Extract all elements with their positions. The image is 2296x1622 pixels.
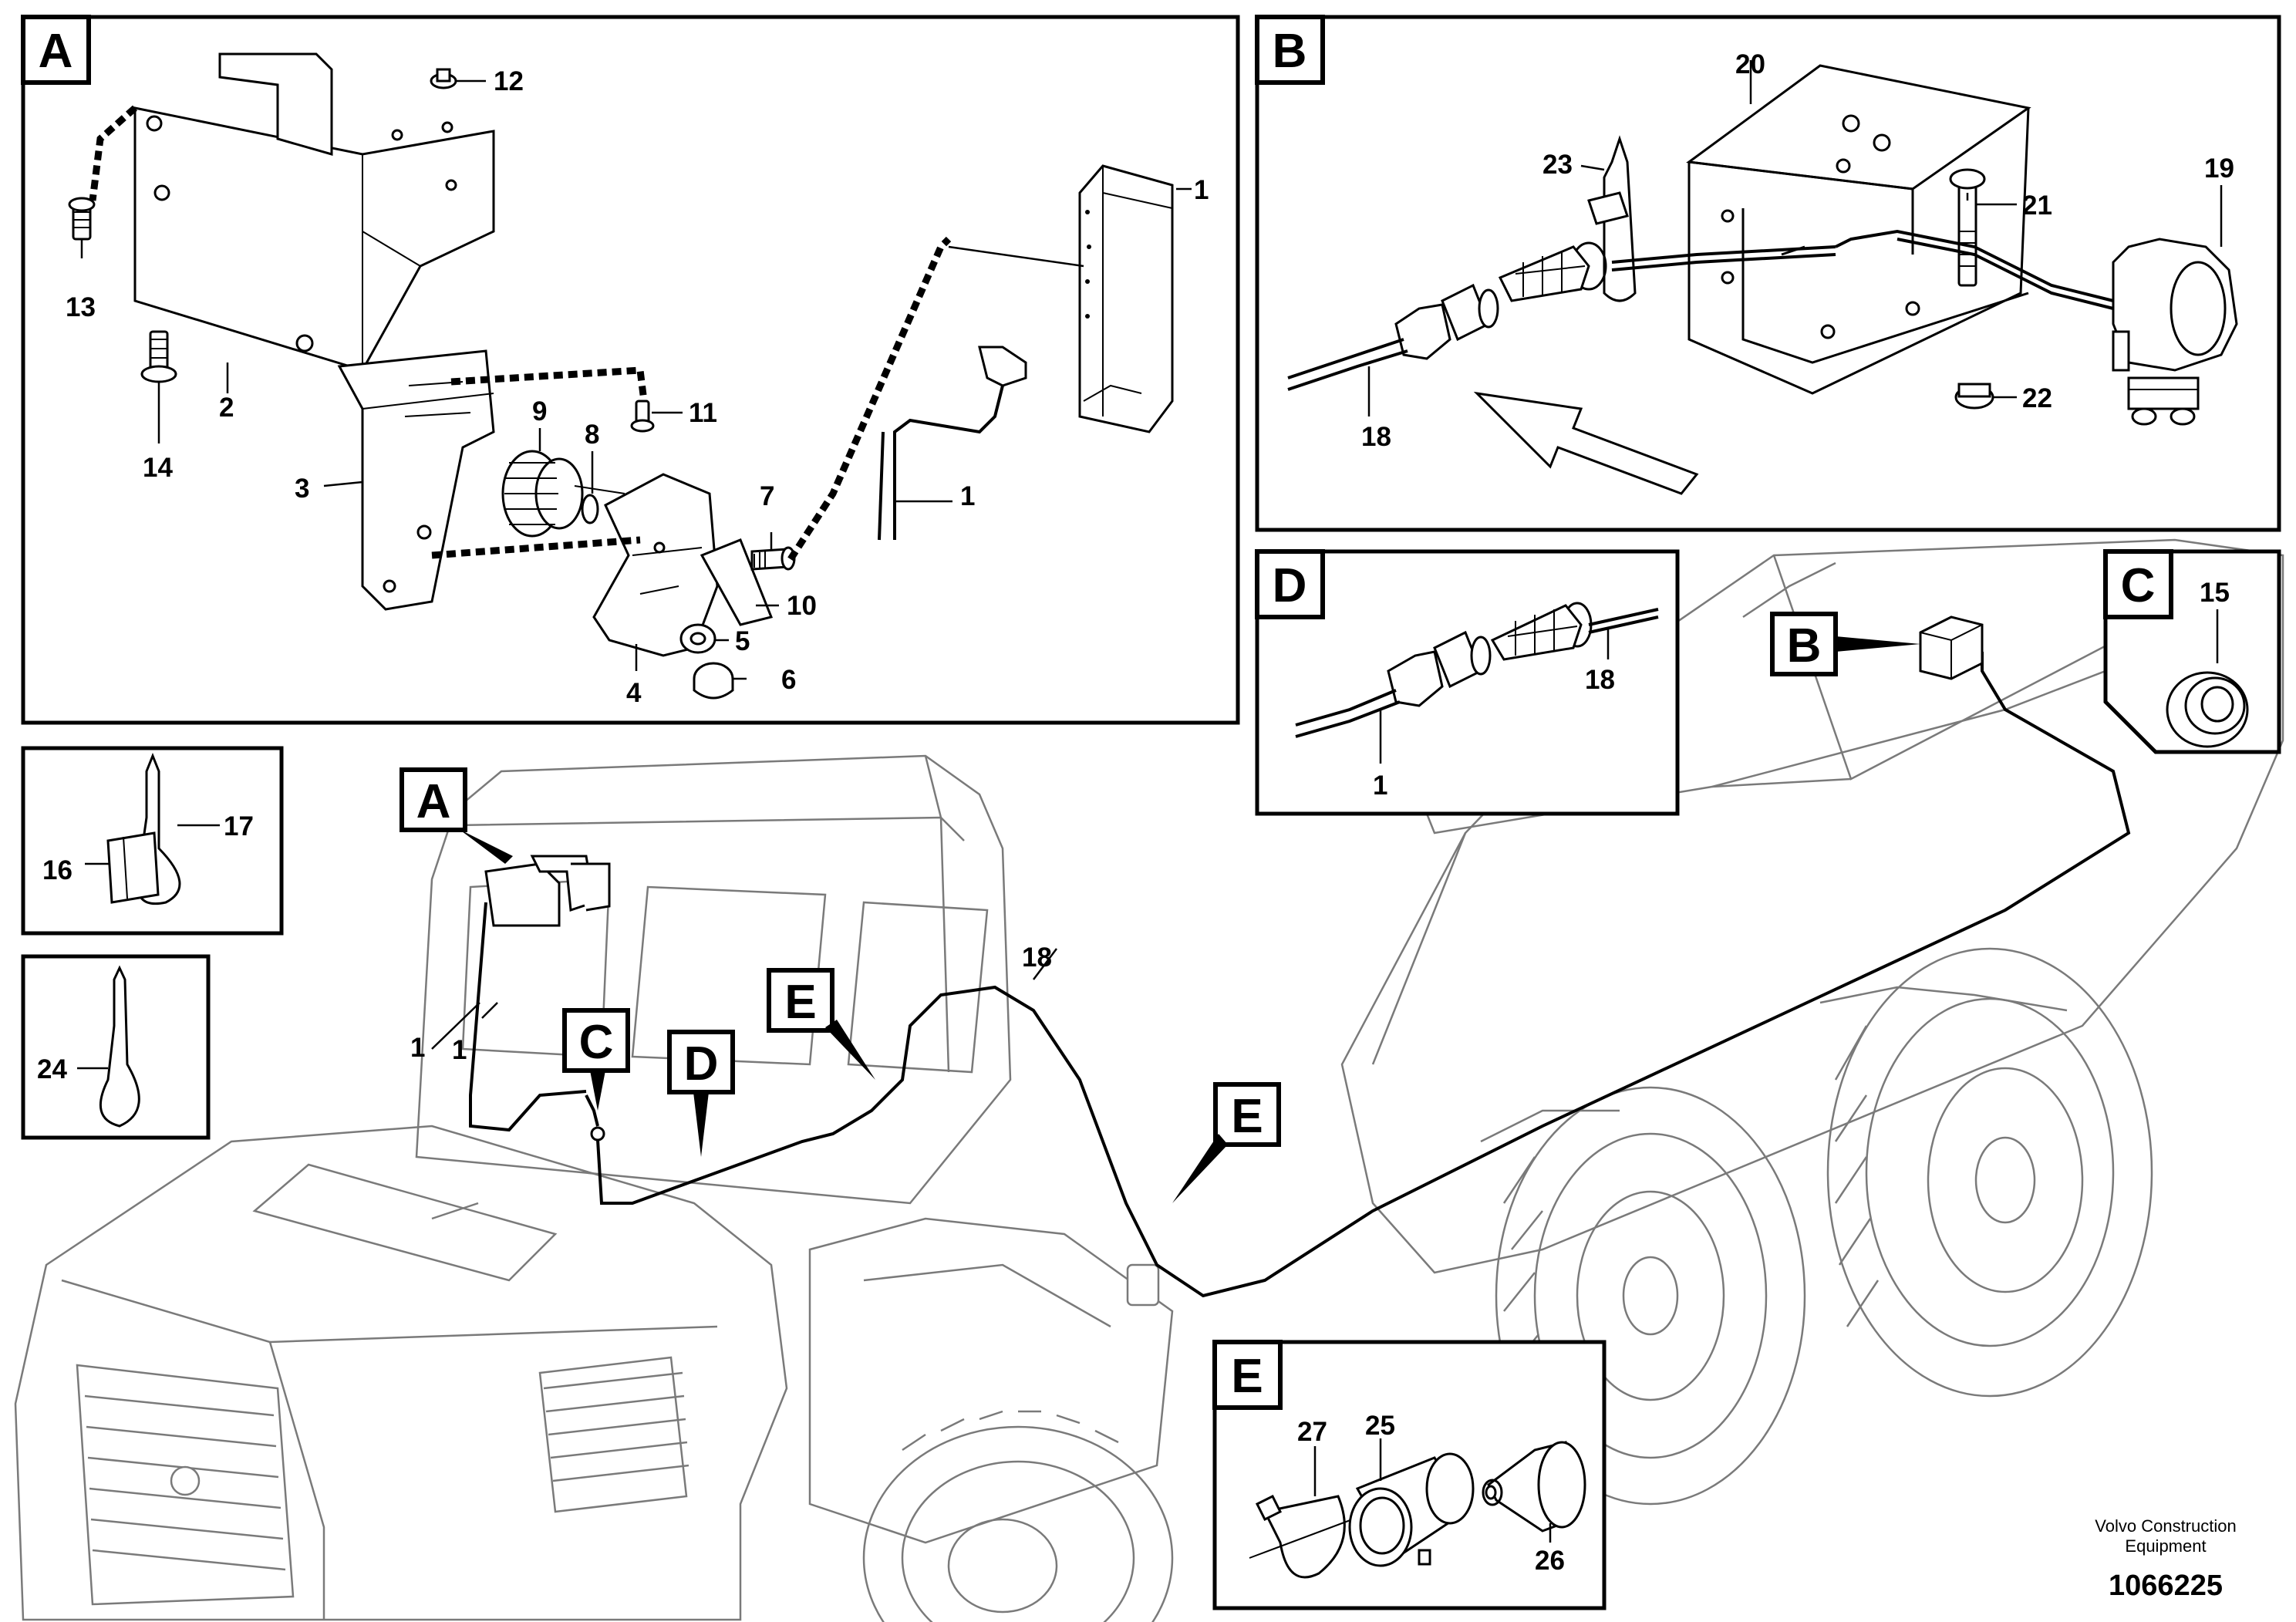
part-number-label: C	[579, 1016, 614, 1069]
part-number-label: 18	[1585, 665, 1615, 695]
part-number-label: 18	[1361, 422, 1391, 452]
part-number-label: 6	[781, 665, 796, 695]
brand-line-1: Volvo Construction	[2095, 1516, 2236, 1536]
part-number-label: B	[1787, 619, 1822, 673]
part-number-label: 27	[1297, 1417, 1327, 1447]
part-number-label: 14	[143, 453, 173, 483]
part-number-label: 23	[1542, 150, 1573, 180]
part-number-label: 24	[37, 1054, 67, 1084]
part-number-label: 17	[224, 811, 254, 841]
detail-panel-B: B	[1255, 15, 2281, 532]
part-number-label: 12	[494, 66, 524, 96]
part-number-label: A	[39, 25, 73, 78]
part-number-label: 19	[2204, 153, 2234, 184]
part-number-label: 26	[1535, 1546, 1565, 1576]
part-number-label: E	[1231, 1350, 1263, 1403]
part-number-label: C	[2121, 559, 2156, 612]
part-number-label: B	[1273, 25, 1307, 78]
part-number-label: 21	[2022, 191, 2052, 221]
detail-panel-ties-16-17: 17 16	[21, 746, 284, 936]
part-number-label: 9	[532, 396, 547, 427]
detail-panel-A: A	[21, 15, 1240, 725]
part-number-label: 10	[787, 591, 817, 621]
part-number-label: 4	[626, 678, 642, 708]
drawing-number: 1066225	[2109, 1570, 2223, 1602]
part-number-label: 1	[1194, 175, 1209, 205]
part-number-label: 5	[735, 626, 750, 656]
part-number-label: A	[416, 775, 451, 828]
detail-panel-E: E 25 26 27	[1212, 1340, 1607, 1610]
part-number-label: 16	[42, 855, 72, 885]
part-number-label: D	[1273, 559, 1307, 612]
drawing-footer: Volvo Construction Equipment 1066225	[2095, 1516, 2236, 1602]
part-number-label: 11	[689, 398, 717, 428]
part-number-label: 3	[295, 474, 309, 504]
part-number-label: 22	[2022, 383, 2052, 413]
cable-18-label: 18	[1022, 943, 1052, 973]
callout-tag-E-1: E	[767, 968, 875, 1080]
articulated-hauler-drawing	[14, 538, 2284, 1622]
callout-tag-E-2: E	[1172, 1082, 1281, 1203]
part-number-label: D	[684, 1037, 719, 1091]
callout-tag-C: C	[562, 1008, 630, 1111]
part-number-label: 8	[585, 420, 599, 450]
part-number-label: 25	[1365, 1411, 1395, 1441]
machine-wiring	[431, 615, 2131, 1298]
callout-tag-B: B	[1770, 612, 1920, 676]
callout-tag-A: A	[400, 767, 513, 864]
detail-panel-tie-24: 24	[21, 954, 211, 1140]
callout-tag-D: D	[667, 1030, 735, 1157]
part-number-label: 2	[219, 393, 234, 423]
detail-panel-C: C 15	[2103, 549, 2281, 754]
part-number-label: 7	[760, 481, 774, 511]
part-number-label: 13	[66, 292, 96, 322]
cable-1-label-a: 1	[452, 1035, 467, 1065]
cable-1-label-b: 1	[410, 1033, 425, 1063]
detail-panel-D: D 1 18	[1255, 549, 1680, 816]
part-number-label: 15	[2200, 578, 2230, 608]
part-number-label: E	[1231, 1090, 1263, 1143]
part-number-label: 1	[960, 481, 975, 511]
part-number-label: 20	[1735, 49, 1765, 79]
brand-line-2: Equipment	[2125, 1536, 2206, 1556]
part-number-label: E	[784, 976, 816, 1029]
part-number-label: 1	[1373, 771, 1387, 801]
